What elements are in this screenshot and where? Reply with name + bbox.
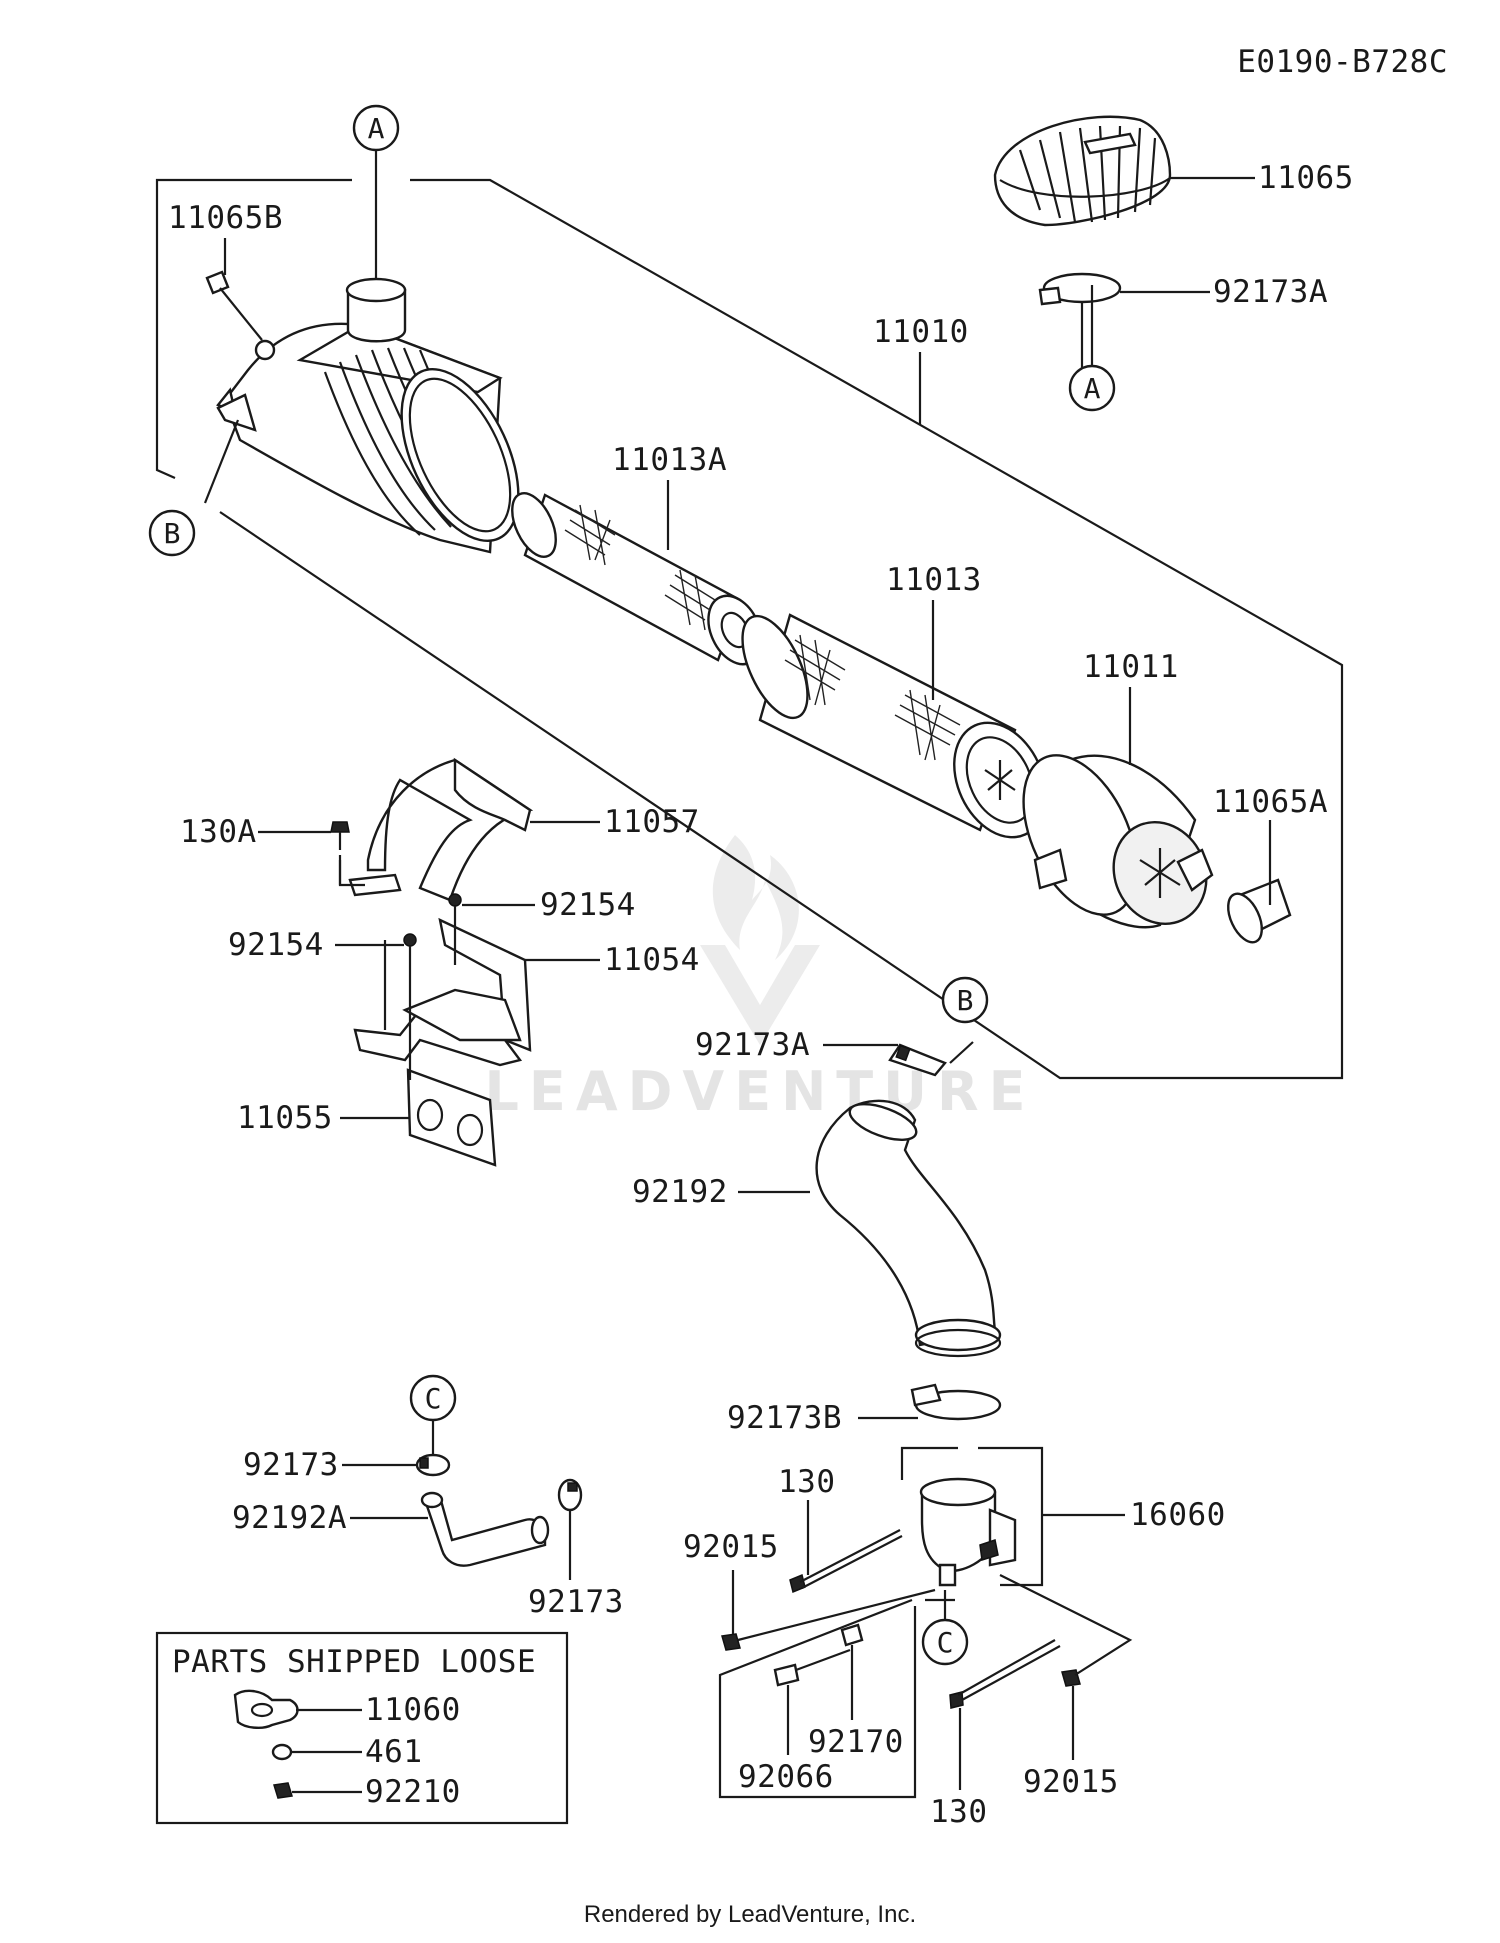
bolt-92154-right (448, 893, 462, 965)
hose-92192A (420, 1491, 550, 1567)
loose-part-11060: 11060 (365, 1692, 461, 1728)
label-92170: 92170 (808, 1724, 904, 1760)
label-92015-right: 92015 (1023, 1764, 1119, 1800)
part-11065B-fitting (205, 270, 263, 341)
gasket-plate-11055 (406, 1068, 497, 1167)
label-92173-bottom: 92173 (528, 1584, 624, 1620)
svg-text:C: C (425, 1382, 442, 1415)
nut-92015-left (721, 1588, 936, 1651)
label-11011: 11011 (1083, 649, 1179, 685)
label-92173B: 92173B (727, 1400, 842, 1436)
label-11054: 11054 (604, 942, 700, 978)
precleaner-cap-11065 (993, 115, 1172, 227)
svg-text:C: C (937, 1626, 954, 1659)
label-16060: 16060 (1130, 1497, 1226, 1533)
label-130A: 130A (180, 814, 257, 850)
label-130-bottom: 130 (930, 1794, 988, 1830)
heat-shield-11054 (353, 917, 532, 1067)
bolt-92154-left (383, 933, 417, 1080)
label-130-top: 130 (778, 1464, 836, 1500)
inner-element-11013A (511, 492, 763, 666)
label-92015-left: 92015 (683, 1529, 779, 1565)
bolt-130A (330, 821, 365, 887)
mesh-11013 (784, 634, 961, 761)
label-92173A-top: 92173A (1213, 274, 1328, 310)
nut-92210-icon (273, 1782, 293, 1799)
assembly-bracket-11010 (155, 178, 1344, 1080)
callout-c-bottom: C (921, 1618, 969, 1666)
label-92173-left: 92173 (243, 1447, 339, 1483)
outer-element-11013 (741, 613, 1047, 839)
diagram-id: E0190-B728C (1237, 44, 1448, 80)
part-labels: 11065 92173A 11065B 11010 11013A 11013 1… (168, 160, 1354, 1830)
loose-parts-title: PARTS SHIPPED LOOSE (172, 1644, 536, 1680)
label-11055: 11055 (237, 1100, 333, 1136)
callout-b-left: B (148, 509, 196, 557)
mesh-11013A (564, 504, 716, 631)
bolt-130-top (789, 1529, 903, 1594)
leader-lines (203, 148, 1272, 1790)
label-11065: 11065 (1258, 160, 1354, 196)
valve-11065A (1227, 878, 1292, 944)
clamp-92170 (840, 1623, 864, 1647)
clamp-92173B (910, 1383, 1002, 1421)
clamp-92173-left (415, 1453, 451, 1477)
label-92173A-mid: 92173A (695, 1027, 810, 1063)
clamp-92173-bottom (557, 1478, 583, 1512)
label-92154-right: 92154 (540, 887, 636, 923)
dust-cup-assembly-16060 (900, 1446, 1044, 1587)
nut-92015-right (999, 1574, 1133, 1687)
label-11010: 11010 (873, 314, 969, 350)
loose-part-92210: 92210 (365, 1774, 461, 1810)
clamp-92173A-mid (888, 1043, 947, 1077)
label-11057: 11057 (604, 804, 700, 840)
label-92192A: 92192A (232, 1500, 347, 1536)
clamp-92173A-top (1038, 272, 1122, 306)
intake-duct-92192 (815, 1099, 1002, 1358)
watermark-flame-icon (712, 835, 799, 960)
watermark-text: LEADVENTURE (485, 1060, 1036, 1123)
svg-text:B: B (957, 984, 974, 1017)
label-92154-left: 92154 (228, 927, 324, 963)
label-11013A: 11013A (612, 442, 727, 478)
watermark-chevron-icon (700, 945, 820, 1045)
washer-461-icon (271, 1743, 293, 1761)
watermark: LEADVENTURE (485, 835, 1036, 1123)
label-11013: 11013 (886, 562, 982, 598)
svg-text:A: A (368, 112, 385, 145)
lower-bracket-lines (718, 1598, 955, 1799)
callout-a-right: A (1068, 364, 1116, 412)
bolt-130-bottom (949, 1639, 1061, 1709)
heat-shield-11057 (348, 757, 534, 902)
gasket-11060-icon (233, 1689, 299, 1730)
svg-text:B: B (164, 517, 181, 550)
label-11065A: 11065A (1213, 784, 1328, 820)
label-11065B: 11065B (168, 200, 283, 236)
svg-text:A: A (1084, 372, 1101, 405)
callout-b-mid: B (941, 976, 989, 1024)
callout-a-top: A (352, 104, 400, 152)
cover-11011 (1022, 754, 1214, 929)
footer-credit: Rendered by LeadVenture, Inc. (584, 1901, 916, 1928)
fitting-92066 (773, 1648, 851, 1687)
air-cleaner-housing (216, 277, 520, 554)
label-92066: 92066 (738, 1759, 834, 1795)
callout-c-left: C (409, 1374, 457, 1422)
loose-part-461: 461 (365, 1734, 423, 1770)
parts-shipped-loose-box: PARTS SHIPPED LOOSE 11060 461 92210 (155, 1631, 569, 1825)
label-92192: 92192 (632, 1174, 728, 1210)
